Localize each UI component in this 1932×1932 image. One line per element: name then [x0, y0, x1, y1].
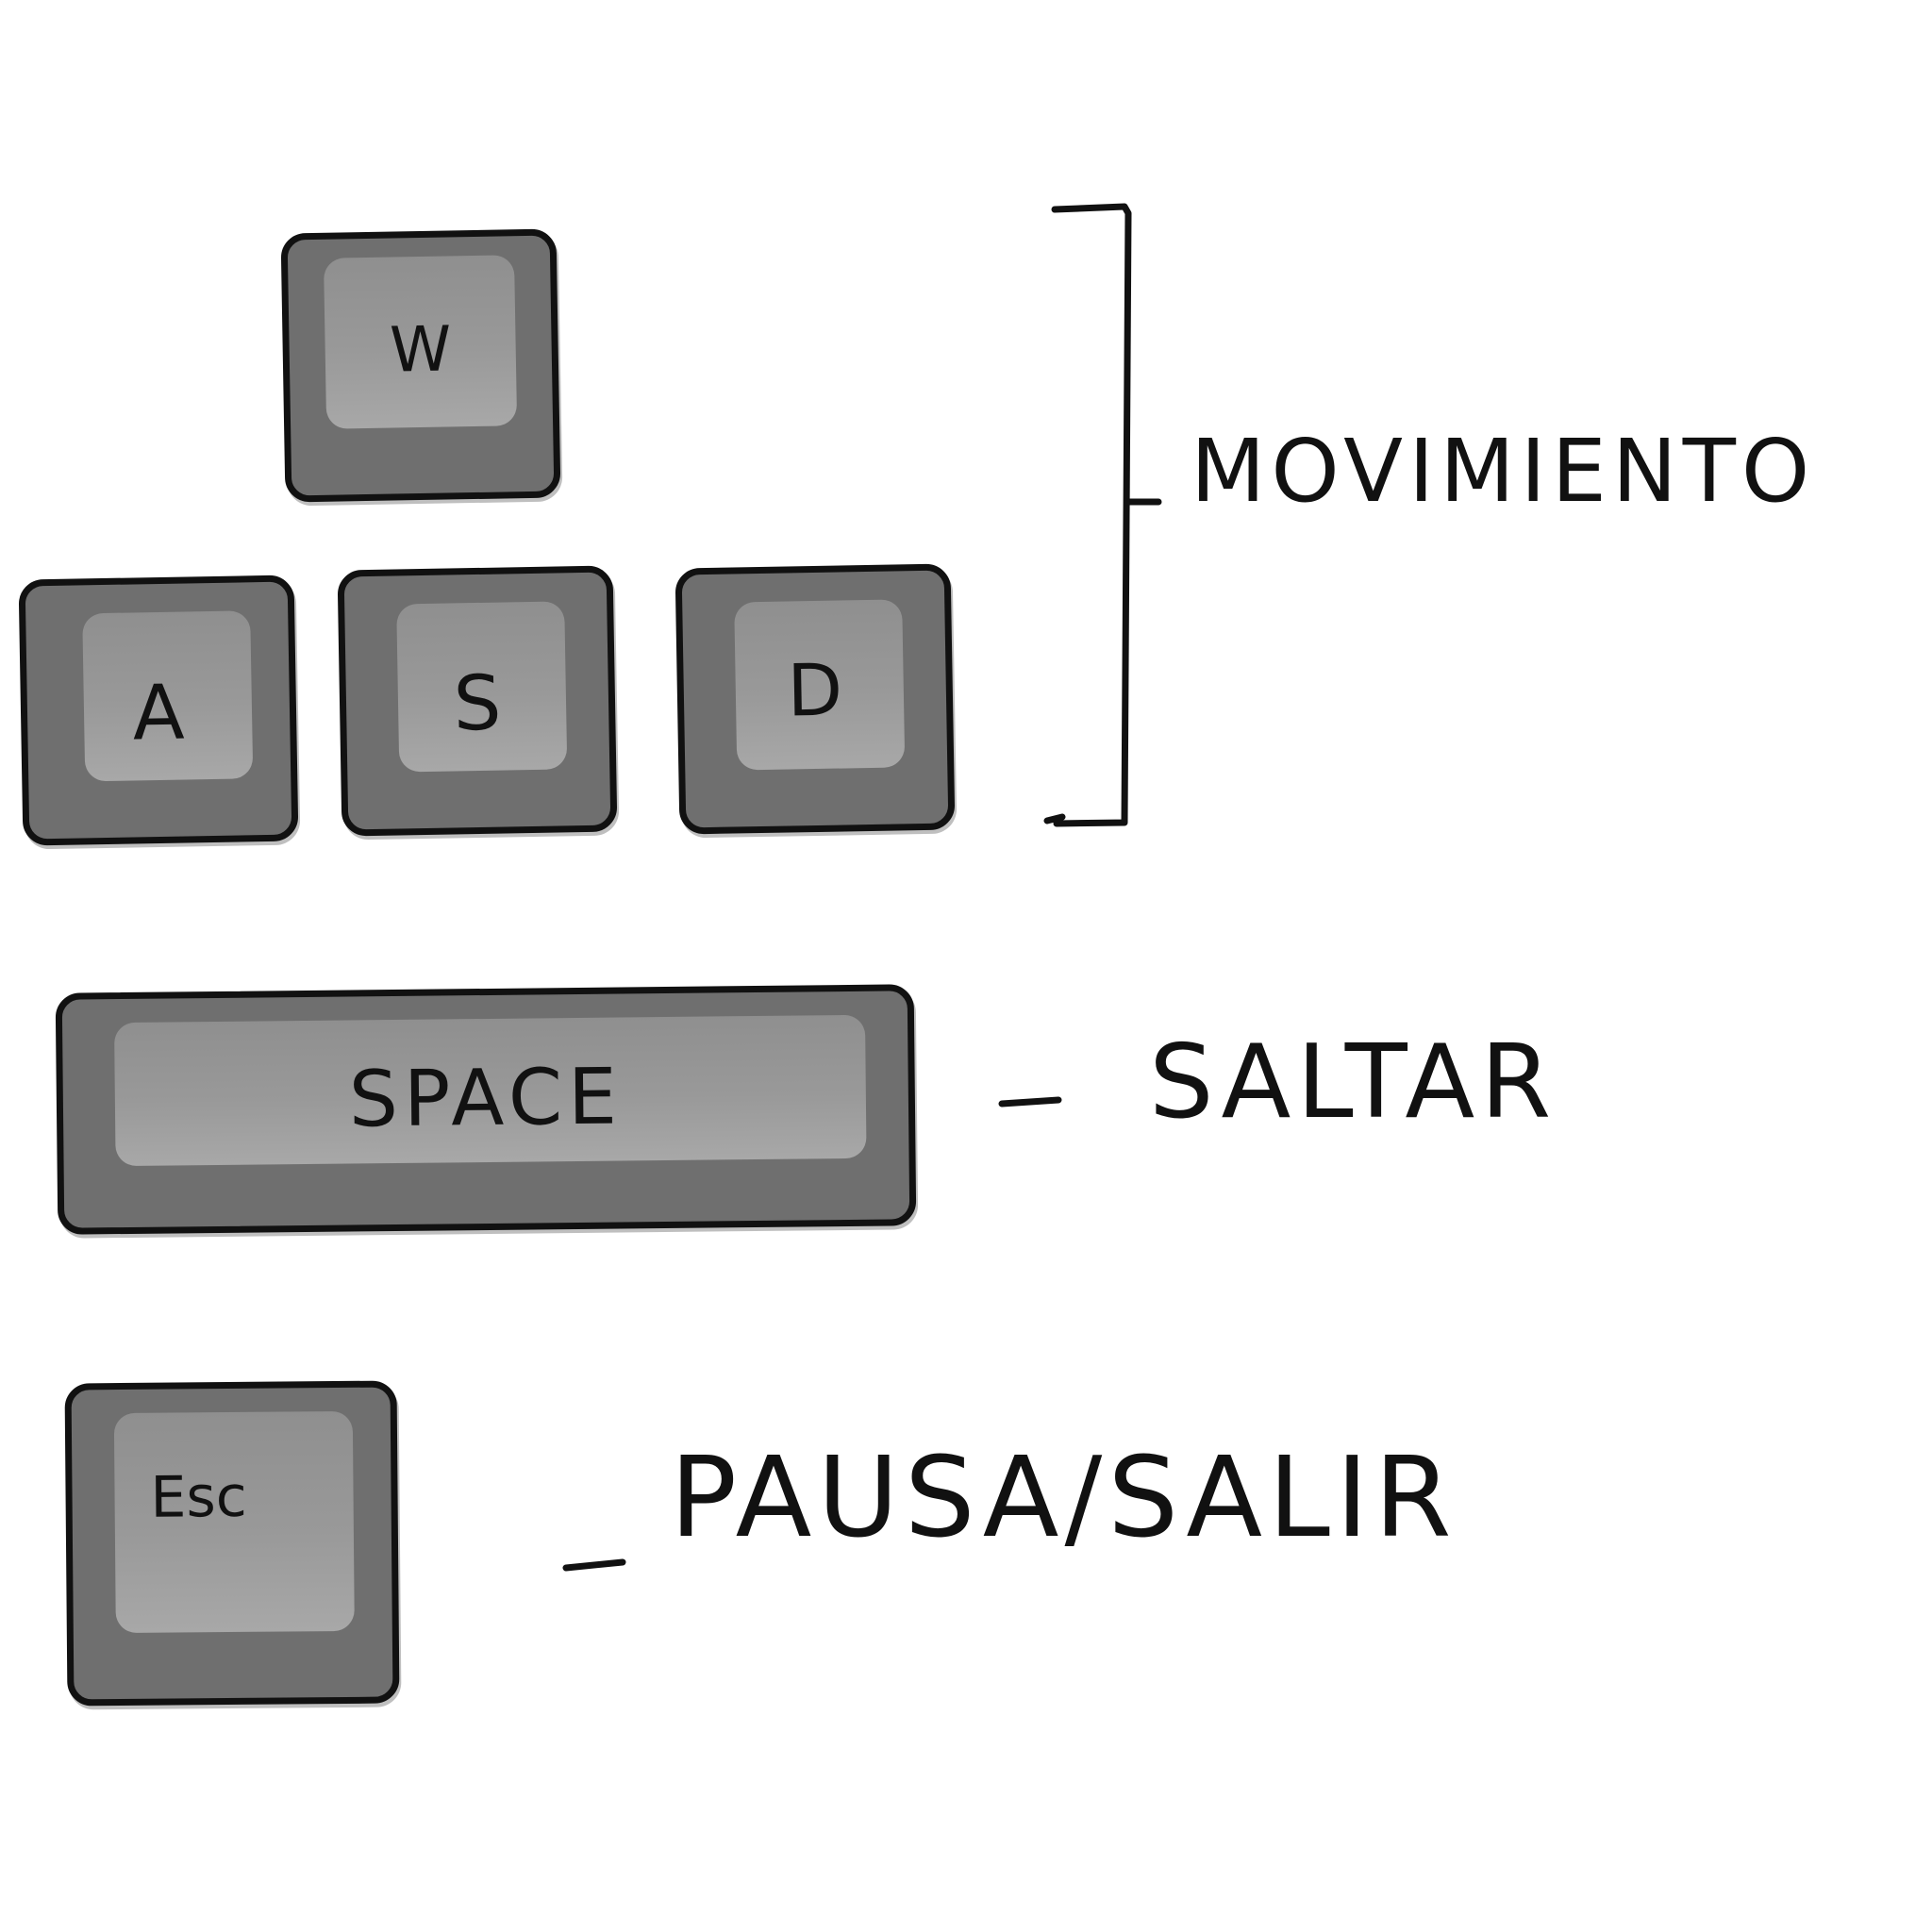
- caption-pause-exit: PAUSA/SALIR: [670, 1432, 1457, 1562]
- key-w-label: W: [389, 312, 452, 387]
- key-esc: Esc: [64, 1380, 400, 1707]
- key-d: D: [675, 563, 956, 835]
- jump-dash: [998, 1096, 1062, 1108]
- pause-dash: [562, 1558, 626, 1572]
- key-a-label: A: [131, 668, 186, 758]
- movement-bracket: [1043, 203, 1132, 827]
- key-a: A: [18, 575, 299, 846]
- key-w: W: [280, 228, 561, 503]
- key-s-label: S: [452, 658, 503, 748]
- key-space: SPACE: [55, 984, 917, 1235]
- key-d-label: D: [786, 647, 843, 733]
- key-s: S: [337, 565, 618, 837]
- key-esc-label: Esc: [150, 1463, 247, 1531]
- caption-jump: SALTAR: [1149, 1024, 1557, 1141]
- caption-movement: MOVIMIENTO: [1191, 421, 1816, 522]
- key-space-label: SPACE: [348, 1052, 624, 1145]
